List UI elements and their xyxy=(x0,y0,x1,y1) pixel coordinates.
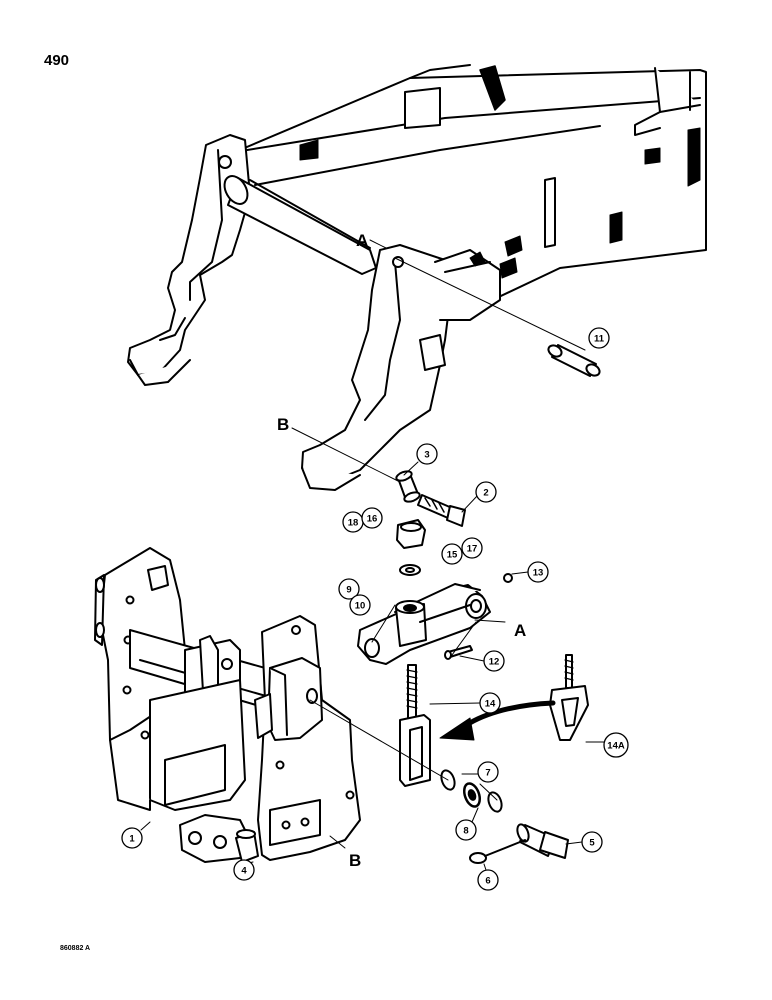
callout-circles xyxy=(121,327,629,891)
callout-14a: 14A xyxy=(607,741,625,752)
washer-15 xyxy=(399,564,421,576)
pin-12 xyxy=(444,645,473,660)
linch-pin-6 xyxy=(469,839,526,864)
callout-13: 13 xyxy=(533,568,544,579)
nut-16 xyxy=(396,519,426,549)
alternate-clevis-14a xyxy=(549,654,589,741)
callout-5: 5 xyxy=(589,838,595,849)
pin-5 xyxy=(516,823,569,859)
swing-arm xyxy=(357,583,491,665)
seal-rings xyxy=(440,769,503,813)
callout-18: 18 xyxy=(348,518,359,529)
ref-letter-b-top: B xyxy=(277,415,289,434)
callout-15: 15 xyxy=(447,550,458,561)
callout-11: 11 xyxy=(594,334,605,345)
ref-letter-a-top: A xyxy=(356,231,368,250)
grease-fitting-13 xyxy=(503,573,513,583)
callout-16: 16 xyxy=(367,514,378,525)
callout-8: 8 xyxy=(463,826,468,837)
bolt-2 xyxy=(417,494,466,527)
callout-12: 12 xyxy=(489,657,500,668)
mounting-bracket xyxy=(94,547,361,863)
direction-arrow xyxy=(439,700,556,741)
spacer-3 xyxy=(395,470,421,503)
ref-letter-b-bottom: B xyxy=(349,851,361,870)
callout-7: 7 xyxy=(485,768,490,779)
loader-frame xyxy=(127,64,707,491)
ref-letter-a-bottom: A xyxy=(514,621,526,640)
page-number: 490 xyxy=(44,52,70,69)
callout-3: 3 xyxy=(424,450,429,461)
leader-lines xyxy=(140,257,605,871)
callout-1: 1 xyxy=(129,834,135,845)
callout-17: 17 xyxy=(467,544,478,555)
callout-10: 10 xyxy=(355,601,366,612)
callout-14: 14 xyxy=(485,699,496,710)
pin-11 xyxy=(547,344,601,377)
callout-6: 6 xyxy=(485,876,490,887)
stop-clevis-14 xyxy=(399,664,431,787)
callout-9: 9 xyxy=(346,585,351,596)
callout-4: 4 xyxy=(241,866,247,877)
drawing-code: 860882 A xyxy=(60,945,91,952)
callout-2: 2 xyxy=(483,488,488,499)
